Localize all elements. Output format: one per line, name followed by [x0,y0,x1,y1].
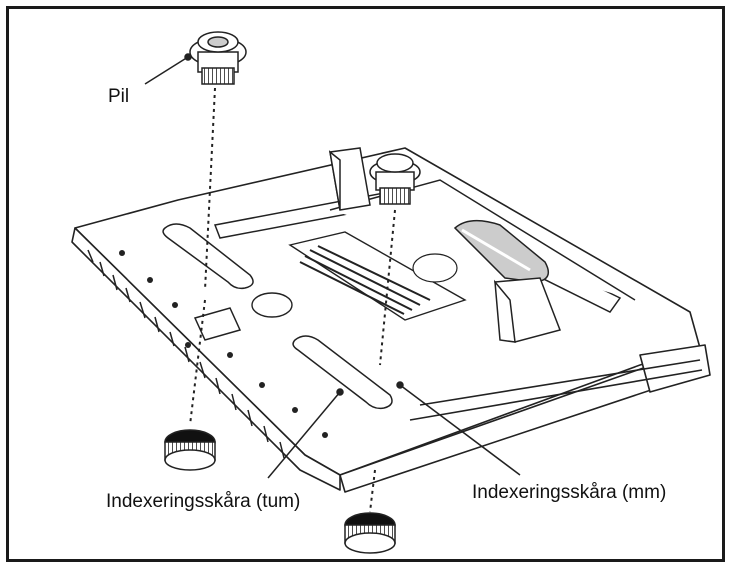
info-panel [251,231,467,321]
leader-lines [144,53,521,479]
arrow-label: Pil [108,86,130,107]
ruler-dots [119,250,328,438]
ruler-ticks [87,249,285,459]
knob-bottom [344,512,396,554]
top-adapter [189,31,247,85]
blocks [193,147,561,343]
index-slot-inch-label: Indexeringsskåra (tum) [106,491,301,512]
index-slot-mm-label: Indexeringsskåra (mm) [472,482,667,503]
knob-left [164,429,216,471]
plate-adapter [369,153,421,205]
dashed-lines [189,87,396,513]
